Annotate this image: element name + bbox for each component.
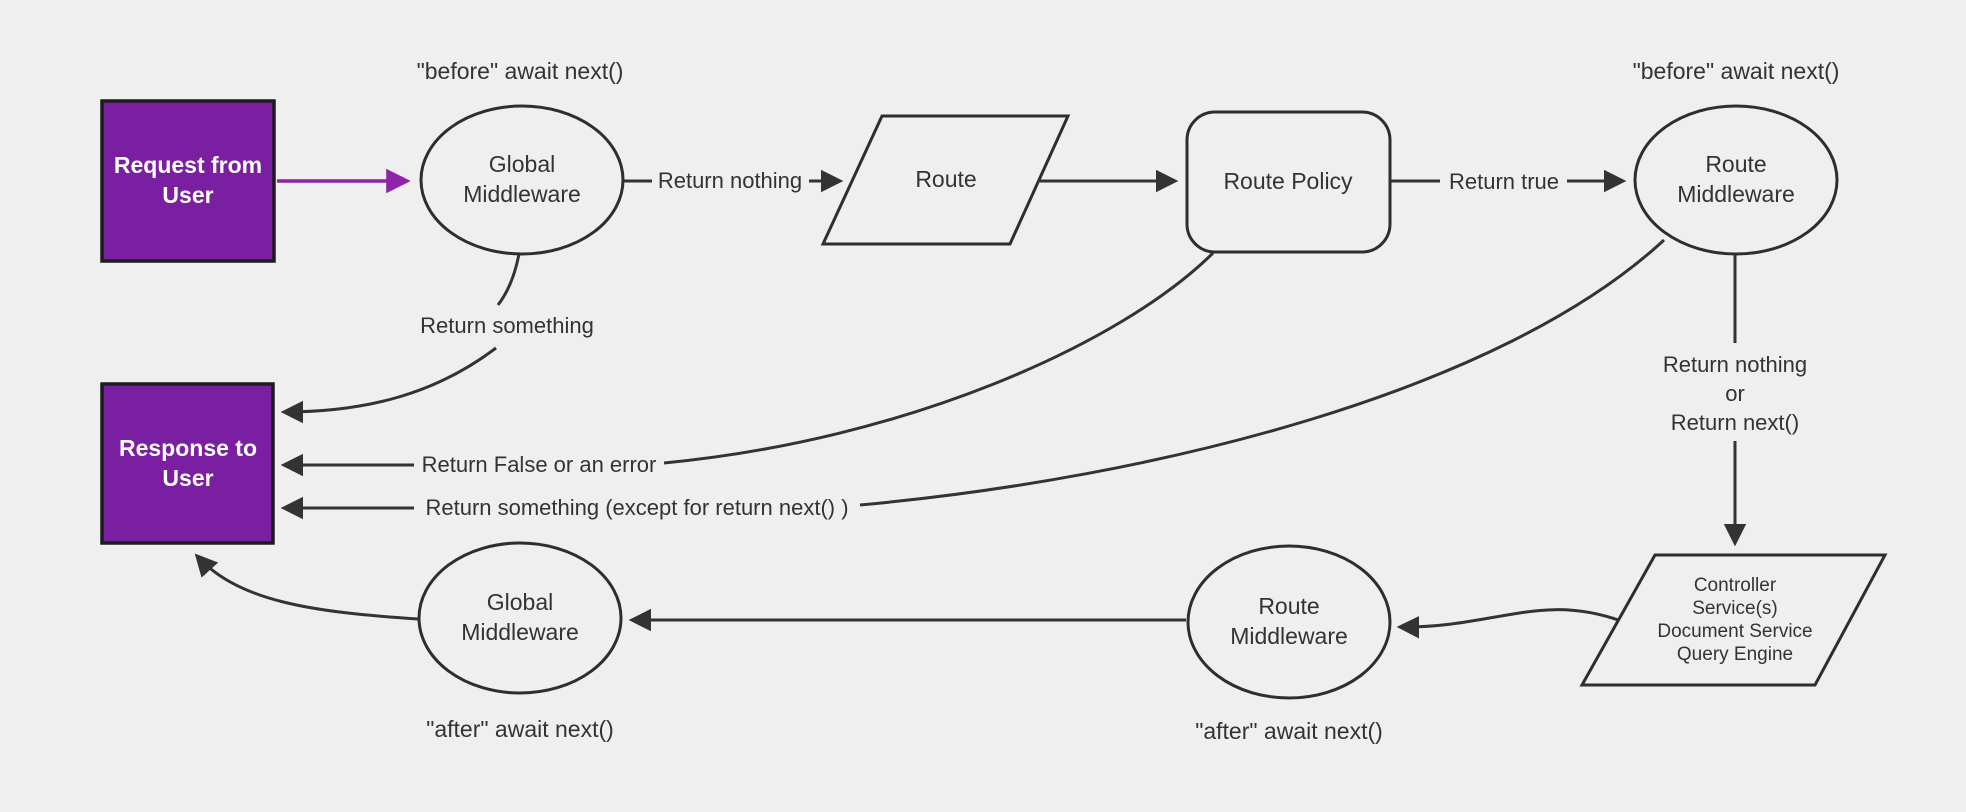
- route-parallelogram: [820, 114, 1071, 246]
- route-middleware-after-ellipse: [1186, 544, 1392, 700]
- global-middleware-after-ellipse: [417, 541, 623, 695]
- edge-return-something-upper-segment: [496, 253, 521, 306]
- edge-return-something-except-curve: [859, 238, 1666, 507]
- controller-label-line3: Document Service: [1657, 621, 1812, 642]
- route-label: Route: [915, 166, 976, 192]
- node-route: Route: [820, 114, 1071, 246]
- node-route-middleware-after: Route Middleware: [1186, 544, 1392, 700]
- node-controller-services: Controller Service(s) Document Service Q…: [1579, 553, 1888, 687]
- edge-label-line: Return nothing: [1663, 352, 1807, 377]
- controller-label-line1: Controller: [1694, 575, 1777, 596]
- controller-parallelogram: [1579, 553, 1888, 687]
- controller-label-line2: Service(s): [1692, 598, 1778, 619]
- global-middleware-before-label-line1: Global: [489, 151, 555, 177]
- request-box: [100, 99, 276, 263]
- node-global-middleware-after: Global Middleware: [417, 541, 623, 695]
- edge-label-return-something-except: Return something (except for return next…: [425, 495, 848, 520]
- node-request-from-user: Request from User: [100, 99, 276, 263]
- global-middleware-after-label-line2: Middleware: [461, 619, 579, 645]
- route-middleware-before-label-line2: Middleware: [1677, 181, 1795, 207]
- annotation-after-route: "after" await next(): [1195, 718, 1383, 744]
- route-middleware-before-ellipse: [1633, 104, 1839, 256]
- controller-label-line4: Query Engine: [1677, 644, 1793, 665]
- edge-label-line: Return next(): [1671, 410, 1799, 435]
- edge-return-false-curve: [663, 251, 1215, 465]
- request-box-label-line1: Request from: [114, 152, 262, 178]
- response-box-label-line1: Response to: [119, 435, 257, 461]
- route-middleware-before-label-line1: Route: [1705, 151, 1766, 177]
- route-policy-box: [1185, 110, 1392, 254]
- request-box-label-line2: User: [162, 182, 213, 208]
- node-route-middleware-before: Route Middleware: [1633, 104, 1839, 256]
- edge-globalmw-after-to-response: [194, 553, 419, 621]
- route-middleware-after-label-line2: Middleware: [1230, 623, 1348, 649]
- edge-label-line: or: [1725, 381, 1745, 406]
- edge-return-something-lower-segment: [280, 346, 497, 424]
- annotation-before-global: "before" await next(): [417, 58, 624, 84]
- node-route-policy: Route Policy: [1185, 110, 1392, 254]
- annotation-after-global: "after" await next(): [426, 716, 614, 742]
- global-middleware-before-ellipse: [419, 104, 625, 256]
- edge-label-return-nothing: Return nothing: [658, 168, 802, 193]
- global-middleware-before-label-line2: Middleware: [463, 181, 581, 207]
- edge-label-return-true: Return true: [1449, 169, 1559, 194]
- annotation-before-route: "before" await next(): [1633, 58, 1840, 84]
- node-global-middleware-before: Global Middleware: [419, 104, 625, 256]
- global-middleware-after-label-line1: Global: [487, 589, 553, 615]
- response-box: [100, 382, 275, 545]
- response-box-label-line2: User: [162, 465, 213, 491]
- edge-label-return-false: Return False or an error: [422, 452, 657, 477]
- edge-label-return-nothing-or-next: Return nothing or Return next(): [1663, 352, 1807, 435]
- node-response-to-user: Response to User: [100, 382, 275, 545]
- edge-label-return-something: Return something: [420, 313, 594, 338]
- route-middleware-after-label-line1: Route: [1258, 593, 1319, 619]
- route-policy-label: Route Policy: [1223, 168, 1353, 194]
- edge-controller-to-routemw-after: [1396, 608, 1622, 639]
